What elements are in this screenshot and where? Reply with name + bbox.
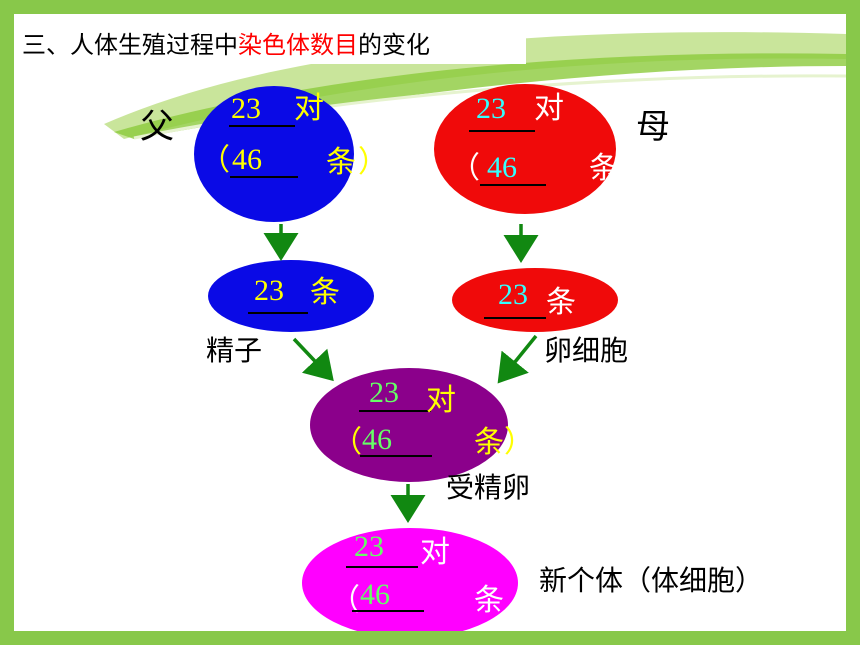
sperm-strand-unit: 条 — [310, 275, 340, 310]
father-count-value: 46 — [232, 143, 262, 176]
egg-strand-unit: 条 — [546, 285, 576, 320]
new-pairs-blank — [346, 566, 418, 568]
new-individual-label: 新个体（体细胞） — [539, 564, 764, 597]
new-pairs-value: 23 — [354, 530, 384, 563]
father-pairs-value: 23 — [231, 92, 261, 125]
father-pairs-blank — [229, 125, 295, 127]
zygote-close-paren: ） — [504, 425, 534, 460]
egg-count-value: 23 — [498, 278, 528, 311]
zygote-pairs-value: 23 — [369, 376, 399, 409]
father-cell — [194, 86, 354, 222]
mother-cell — [434, 84, 616, 214]
zygote-strand-unit: 条 — [474, 425, 504, 460]
zygote-open-paren: （ — [332, 425, 362, 460]
new-pair-unit: 对 — [420, 535, 450, 570]
egg-cell — [452, 268, 618, 332]
zygote-pair-unit: 对 — [426, 383, 456, 418]
mother-label: 母 — [636, 107, 670, 147]
mother-pairs-value: 23 — [476, 92, 506, 125]
slide-content: 三、人体生殖过程中染色体数目的变化 23 对 （ 46 条 ） 23 对 （ 4… — [14, 14, 846, 631]
title-suffix: 的变化 — [358, 30, 430, 59]
mother-pair-unit: 对 — [534, 91, 564, 126]
sperm-count-value: 23 — [254, 274, 284, 307]
father-open-paren: （ — [200, 143, 230, 178]
mother-open-paren: （ — [450, 151, 480, 186]
flow-arrows — [263, 224, 539, 523]
father-count-blank — [230, 176, 298, 178]
zygote-label: 受精卵 — [446, 471, 531, 504]
zygote-pairs-blank — [359, 410, 431, 412]
page-title: 三、人体生殖过程中染色体数目的变化 — [16, 20, 526, 64]
new-strand-unit: 条 — [474, 583, 504, 618]
sperm-cell — [208, 260, 374, 332]
new-individual-cell — [302, 528, 518, 631]
sperm-label: 精子 — [206, 334, 263, 367]
mother-strand-unit: 条 — [589, 151, 619, 186]
father-close-paren: ） — [358, 145, 388, 180]
sperm-count-blank — [248, 312, 308, 314]
egg-label: 卵细胞 — [544, 334, 629, 367]
title-highlight: 染色体数目 — [238, 30, 358, 59]
arrow-sperm-to-zygote — [292, 337, 334, 382]
father-pair-unit: 对 — [294, 91, 324, 126]
father-label: 父 — [140, 107, 174, 147]
title-prefix: 三、人体生殖过程中 — [22, 30, 238, 59]
father-strand-unit: 条 — [326, 145, 356, 180]
zygote-count-blank — [360, 455, 432, 457]
mother-count-value: 46 — [487, 151, 517, 184]
mother-count-blank — [480, 184, 546, 186]
zygote-count-value: 46 — [362, 423, 392, 456]
mother-pairs-blank — [469, 130, 535, 132]
new-count-value: 46 — [360, 578, 390, 611]
new-count-blank — [352, 610, 424, 612]
arrow-egg-to-zygote — [497, 334, 538, 384]
egg-count-blank — [484, 317, 546, 319]
zygote-cell — [310, 368, 508, 482]
